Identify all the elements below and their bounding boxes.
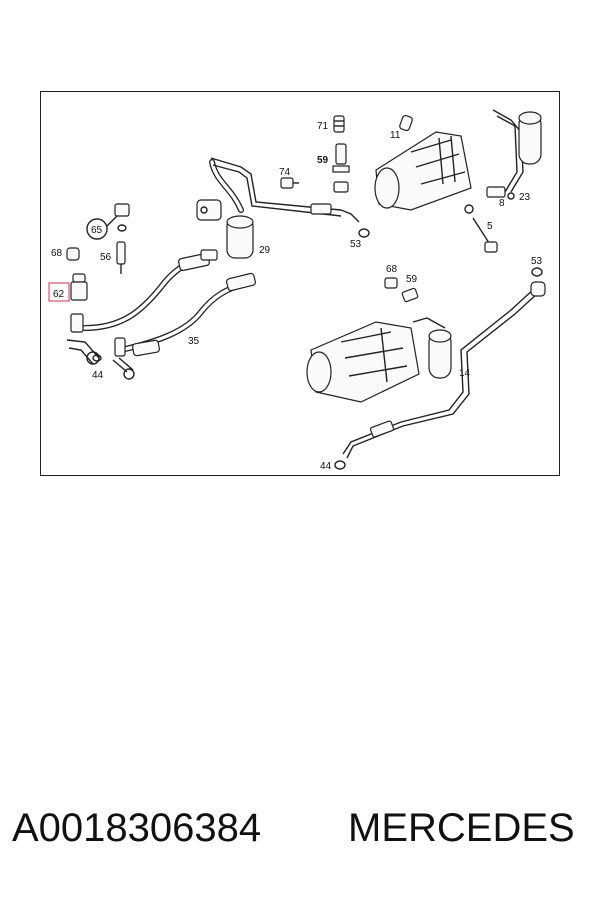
service-valve-62	[70, 273, 88, 301]
parts-diagram: 71 11 74 59 65 68 56 29 53 62 8 23 5 53 …	[48, 109, 546, 472]
callout-68-left: 68	[51, 248, 63, 259]
callout-71: 71	[317, 121, 329, 132]
o-ring-44-left	[92, 354, 102, 362]
callout-14: 14	[459, 368, 471, 379]
callout-8: 8	[499, 198, 505, 209]
elbow-fitting-left	[66, 313, 100, 365]
receiver-drier-23	[486, 109, 542, 200]
service-valve-59-lower	[401, 287, 419, 303]
elbow-fitting-lower	[112, 337, 135, 380]
callout-74: 74	[279, 167, 291, 178]
callout-5: 5	[487, 221, 493, 232]
part-caption: A0018306384 MERCEDES	[0, 806, 600, 856]
pipe-line-14	[342, 281, 546, 459]
highlight-box-62	[48, 282, 70, 302]
part-number-text: A0018306384	[12, 806, 262, 850]
valve-core-56	[116, 241, 126, 274]
callout-56: 56	[100, 252, 112, 263]
callout-53-upper: 53	[350, 239, 362, 250]
parts-diagram-frame: 71 11 74 59 65 68 56 29 53 62 8 23 5 53 …	[40, 91, 560, 476]
callout-35: 35	[188, 336, 200, 347]
hose-assembly-35	[118, 272, 256, 357]
callout-29: 29	[259, 245, 271, 256]
valve-cap-71	[333, 115, 345, 133]
callout-59-lower: 59	[406, 274, 418, 285]
callout-62: 62	[53, 289, 65, 300]
callout-44-lower: 44	[320, 461, 332, 472]
o-ring-53-upper	[358, 228, 370, 238]
callout-53-lower: 53	[531, 256, 543, 267]
cap-11	[399, 114, 413, 132]
o-ring-44-lower	[334, 460, 346, 470]
pipe-bracket-29	[196, 157, 342, 259]
brand-text: MERCEDES	[348, 806, 575, 850]
switch-74	[280, 177, 299, 189]
compressor-upper	[374, 131, 472, 211]
service-valve-59-upper	[332, 143, 350, 193]
cap-68-left	[66, 247, 80, 261]
callout-11: 11	[390, 130, 401, 141]
o-ring-53-lower	[531, 267, 543, 277]
cap-65	[86, 203, 130, 240]
callout-23: 23	[519, 192, 531, 203]
callout-59-upper: 59	[317, 155, 329, 166]
callout-44-left: 44	[92, 370, 104, 381]
callout-65: 65	[91, 225, 103, 236]
bolt-5	[464, 204, 498, 253]
callout-68-lower: 68	[386, 264, 398, 275]
cap-68-lower	[384, 277, 398, 289]
hose-assembly-upper	[82, 249, 218, 331]
compressor-lower	[306, 321, 420, 403]
